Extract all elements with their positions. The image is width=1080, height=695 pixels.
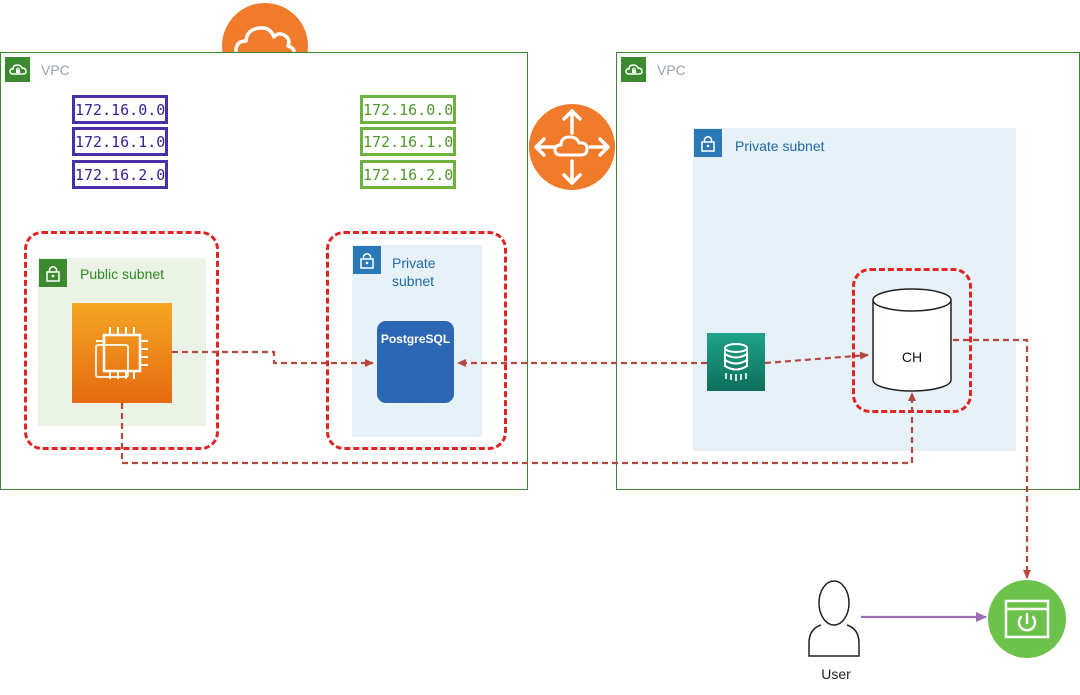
database-migration-icon <box>707 333 765 391</box>
lock-icon <box>39 259 67 287</box>
private-subnet-label-line1: Private <box>392 255 436 271</box>
cidr-block: 172.16.1.0 <box>72 127 168 156</box>
cidr-block: 172.16.1.0 <box>360 127 456 156</box>
lock-icon <box>694 129 722 157</box>
public-subnet-label: Public subnet <box>80 266 165 282</box>
highlight-private-subnet <box>326 231 507 450</box>
postgresql-database: PostgreSQL <box>377 321 454 403</box>
lock-icon <box>353 246 381 274</box>
connector-clickhouse-to-endpoint <box>953 338 1031 579</box>
private-subnet-label: Private subnet <box>735 138 825 154</box>
user-label: User <box>821 666 851 682</box>
vpc-label: VPC <box>41 62 70 78</box>
connector-ec2-to-postgresql <box>172 350 374 367</box>
clickhouse-database <box>871 287 953 393</box>
user-icon <box>807 577 861 657</box>
connector-dms-to-clickhouse <box>764 351 869 365</box>
vpc-cloud-icon <box>5 57 30 82</box>
cidr-block: 172.16.0.0 <box>360 95 456 124</box>
postgresql-label: PostgreSQL <box>380 332 451 346</box>
cidr-block: 172.16.2.0 <box>360 160 456 189</box>
endpoint-icon <box>987 579 1067 659</box>
vpc-cloud-icon <box>621 57 646 82</box>
connector-ec2-to-clickhouse <box>120 392 916 465</box>
cidr-block: 172.16.0.0 <box>72 95 168 124</box>
ec2-instance-icon <box>72 303 172 403</box>
clickhouse-label: CH <box>901 349 923 365</box>
private-subnet-label: Private subnet <box>392 254 436 290</box>
vpc-label: VPC <box>657 62 686 78</box>
vpc-peering-icon <box>528 103 616 191</box>
cidr-block: 172.16.2.0 <box>72 160 168 189</box>
private-subnet-label-line2: subnet <box>392 273 435 289</box>
